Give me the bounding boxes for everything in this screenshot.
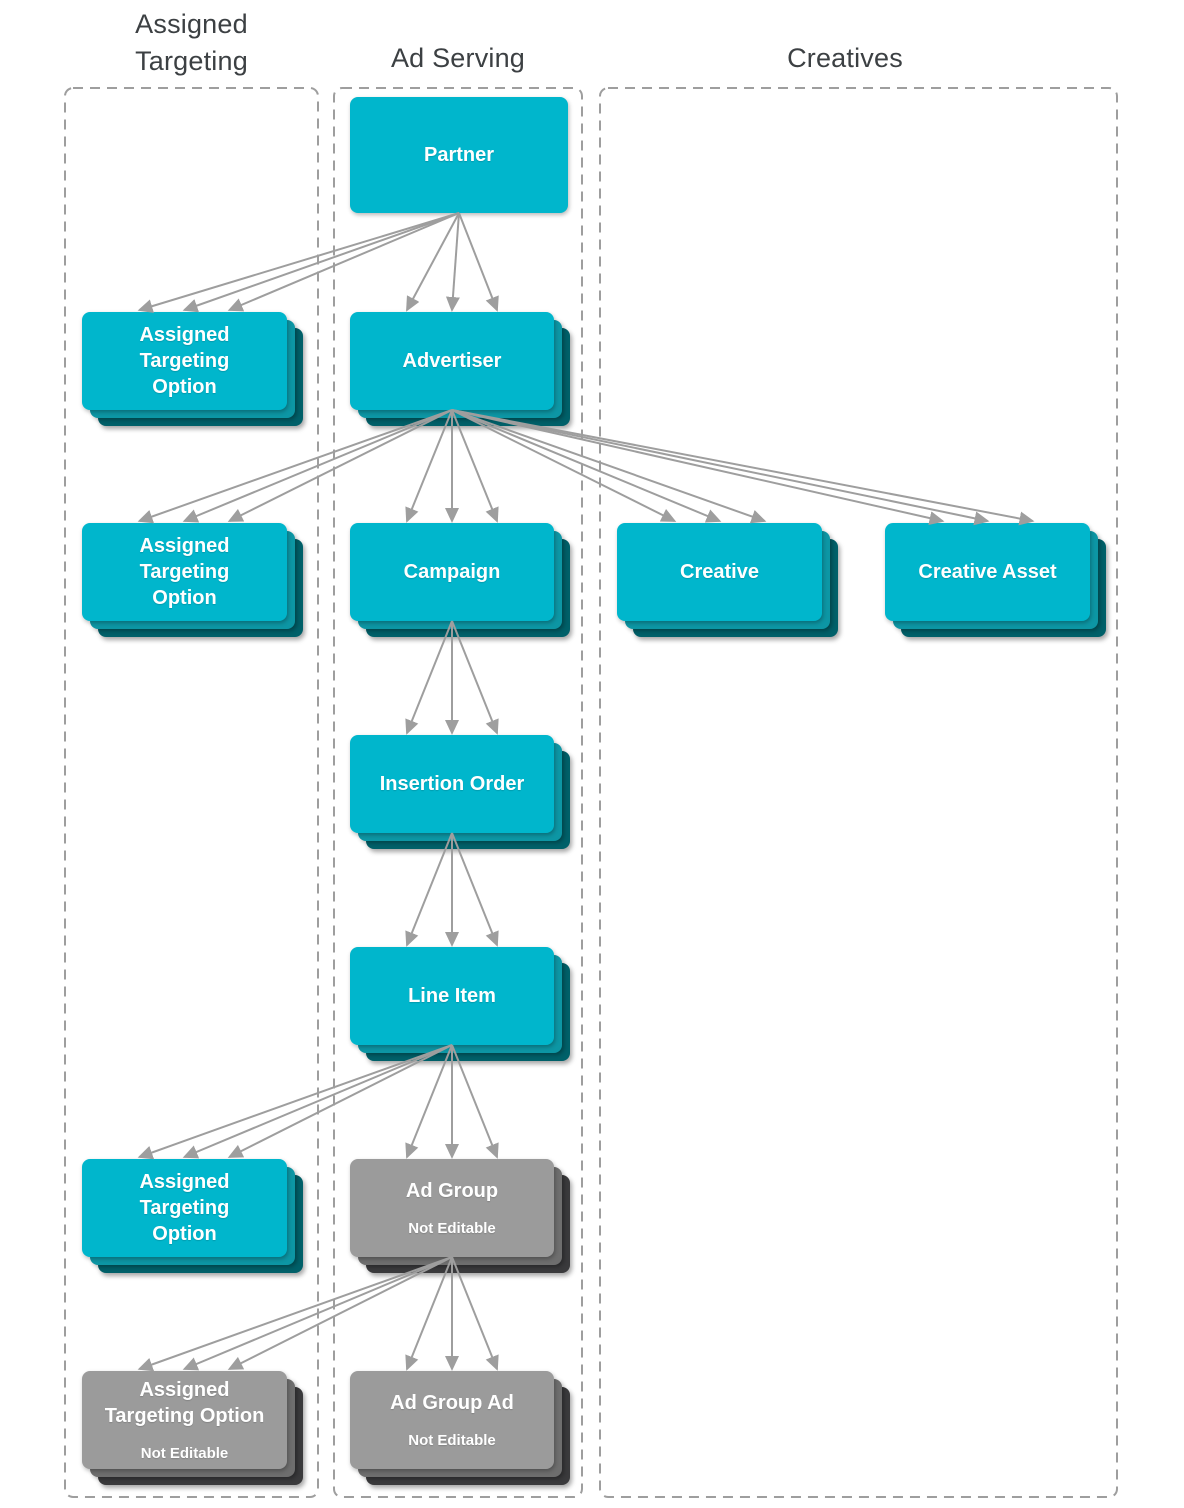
node-line-item: Line Item (350, 947, 570, 1061)
edge-line_item-to-ato3 (182, 1044, 453, 1159)
edge-campaign-to-insertion_order (451, 620, 499, 735)
edge-ad_group-to-ad_group_ad (405, 1256, 453, 1371)
node-label: Advertiser (402, 350, 502, 372)
node-insertion-order: Insertion Order (350, 735, 570, 849)
node-label: Creative Asset (918, 561, 1057, 583)
node-assigned-targeting-option-1: Assigned Targeting Option (82, 312, 303, 426)
node-assigned-targeting-option-not-editable: Assigned Targeting Option Not Editable (82, 1371, 303, 1485)
node-creative-asset: Creative Asset (885, 523, 1106, 637)
panel-creatives (599, 87, 1118, 1498)
node-label: Insertion Order (379, 773, 525, 795)
edge-advertiser-to-creative (451, 409, 722, 523)
panel-assigned-targeting (64, 87, 319, 1498)
node-label: Creative (680, 561, 759, 583)
edge-partner-to-ato1 (227, 212, 460, 312)
edge-line_item-to-ato3 (227, 1044, 453, 1158)
header-ad-serving: Ad Serving (390, 43, 526, 73)
edge-advertiser-to-ato2 (137, 409, 453, 524)
node-sublabel: Not Editable (408, 1220, 496, 1237)
edge-ad_group-to-ato_not_editable (227, 1256, 453, 1370)
edge-advertiser-to-ato2 (227, 409, 453, 522)
edge-ad_group-to-ato_not_editable (137, 1256, 453, 1372)
edge-advertiser-to-creative_asset (451, 409, 1035, 526)
node-label: Assigned Targeting Option (104, 1379, 265, 1427)
node-ad-group-ad: Ad Group Ad Not Editable (350, 1371, 570, 1485)
edge-campaign-to-insertion_order (405, 620, 453, 735)
node-creative: Creative (617, 523, 838, 637)
edge-advertiser-to-creative (451, 409, 767, 524)
node-label: Assigned Targeting Option (139, 324, 230, 398)
edge-advertiser-to-campaign (451, 409, 499, 523)
edge-line_item-to-ad_group (451, 1044, 499, 1159)
edge-line_item-to-ato3 (137, 1044, 453, 1160)
edge-insertion_order-to-line_item (405, 832, 453, 947)
node-sublabel: Not Editable (140, 1445, 229, 1462)
edge-partner-to-ato1 (182, 212, 460, 313)
node-sublabel: Not Editable (408, 1432, 496, 1449)
edge-advertiser-to-ato2 (182, 409, 453, 523)
node-label: Assigned Targeting Option (139, 535, 230, 609)
edge-advertiser-to-creative (451, 409, 677, 522)
edge-ad_group-to-ad_group_ad (451, 1256, 499, 1371)
node-assigned-targeting-option-3: Assigned Targeting Option (82, 1159, 303, 1273)
node-advertiser: Advertiser (350, 312, 570, 426)
node-label: Ad Group (405, 1180, 499, 1202)
node-label: Line Item (408, 985, 496, 1007)
node-partner: Partner (350, 97, 568, 213)
node-label: Assigned Targeting Option (139, 1171, 230, 1245)
edge-partner-to-advertiser (406, 212, 460, 312)
edge-partner-to-advertiser (458, 212, 499, 312)
node-label: Campaign (403, 561, 501, 583)
node-campaign: Campaign (350, 523, 570, 637)
edge-insertion_order-to-line_item (451, 832, 499, 947)
edge-ad_group-to-ato_not_editable (182, 1256, 453, 1371)
node-label: Partner (423, 144, 495, 166)
edge-advertiser-to-creative_asset (451, 409, 990, 526)
header-assigned-targeting: Assigned Targeting (135, 9, 248, 76)
header-creatives: Creatives (787, 43, 903, 73)
edge-partner-to-ato1 (137, 212, 460, 313)
node-assigned-targeting-option-2: Assigned Targeting Option (82, 523, 303, 637)
edge-advertiser-to-campaign (405, 409, 453, 523)
node-label: Ad Group Ad (390, 1392, 514, 1414)
edge-line_item-to-ad_group (405, 1044, 453, 1159)
edge-advertiser-to-creative_asset (451, 409, 945, 525)
node-ad-group: Ad Group Not Editable (350, 1159, 570, 1273)
edge-partner-to-advertiser (445, 212, 460, 312)
